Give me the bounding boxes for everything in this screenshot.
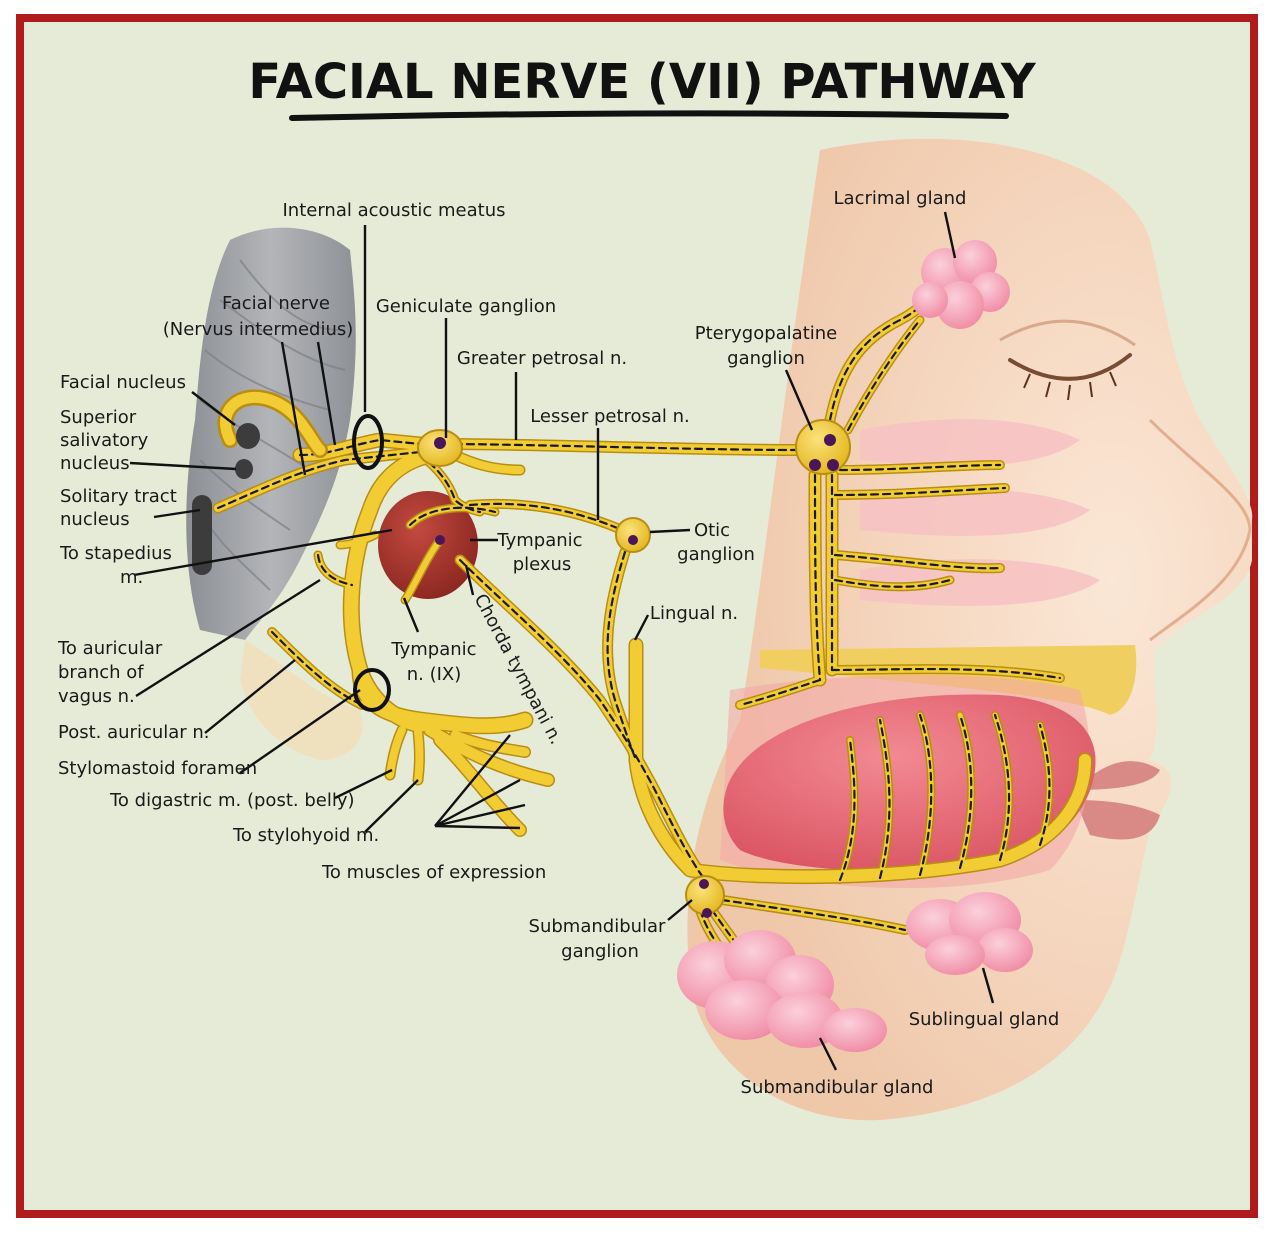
label-submandibular-ganglion-1: Submandibular xyxy=(529,916,667,937)
tympanic-connection-fiber-dashes xyxy=(418,453,482,514)
palatine-branch-right-fiber-dashes xyxy=(830,667,1062,680)
tympanic-plexus-upper xyxy=(407,504,498,528)
extracranial-trunk xyxy=(353,663,532,733)
pterygopalatine-ganglion xyxy=(795,419,851,475)
ptg-branch-nasal-1-fiber-dashes xyxy=(838,463,1002,472)
tongue-branch-1-fiber-dashes xyxy=(838,738,856,882)
label-submandibular-gland: Submandibular gland xyxy=(741,1077,934,1098)
chorda-tympani-fiber-dashes xyxy=(458,558,707,882)
label-internal-acoustic-meatus: Internal acoustic meatus xyxy=(283,200,506,221)
label-lingual-n: Lingual n. xyxy=(650,603,738,624)
label-digastric: To digastric m. (post. belly) xyxy=(109,790,355,811)
otic-to-lingual-fiber-dashes xyxy=(606,550,638,762)
ptg-branch-nasal-4-fiber-dashes xyxy=(833,578,952,588)
post-auricular-nerve-fiber-dashes xyxy=(270,630,364,707)
tongue-branch-2 xyxy=(877,717,892,881)
ptg-to-lacrimal-2-fiber-dashes xyxy=(846,318,922,432)
ptg-branch-nasal-3-fiber-dashes xyxy=(833,553,1002,570)
label-auricular-vagus-2: branch of xyxy=(58,662,144,683)
label-stylohyoid: To stylohyoid m. xyxy=(232,825,379,846)
tongue-branch-3-fiber-dashes xyxy=(918,713,933,877)
lacrimal-gland xyxy=(912,240,1010,329)
mastoid-region xyxy=(240,640,363,760)
label-lesser-petrosal: Lesser petrosal n. xyxy=(530,406,690,427)
label-facial-nerve: Facial nerve xyxy=(222,293,330,314)
solitary-tract-nucleus xyxy=(192,495,212,575)
title-underline xyxy=(289,110,1009,121)
label-to-stapedius-1: To stapedius xyxy=(59,543,172,564)
nose-outline xyxy=(1148,418,1252,642)
ptg-descending-1-fiber-dashes xyxy=(813,473,822,682)
internal-acoustic-meatus-ring xyxy=(352,414,384,470)
tympanic-nerve-ix xyxy=(402,537,443,603)
label-submandibular-ganglion-2: ganglion xyxy=(561,941,639,962)
tympanic-cavity xyxy=(378,491,478,599)
label-pterygopalatine-1: Pterygopalatine xyxy=(695,323,838,344)
label-otic-ganglion-1: Otic xyxy=(694,520,730,541)
facial-nucleus xyxy=(236,423,260,449)
lower-lip xyxy=(1075,800,1160,840)
stapedius-branch xyxy=(337,532,378,548)
leader-lines xyxy=(129,211,995,1071)
tongue-branch-5-fiber-dashes xyxy=(993,713,1011,862)
submandibular-ganglion xyxy=(685,875,725,918)
label-tympanic-plexus-2: plexus xyxy=(513,554,572,575)
label-solitary-tract-1: Solitary tract xyxy=(60,486,177,507)
label-tympanic-n-1: Tympanic xyxy=(390,639,476,660)
expression-branch-3 xyxy=(450,730,530,757)
label-superior-salivatory-1: Superior xyxy=(60,407,137,428)
expression-branch-2 xyxy=(434,734,526,836)
page-title: FACIAL NERVE (VII) PATHWAY xyxy=(248,54,1036,110)
frame-border xyxy=(16,14,1258,1218)
label-geniculate-ganglion: Geniculate ganglion xyxy=(376,296,556,317)
label-superior-salivatory-2: salivatory xyxy=(60,430,149,451)
submandibular-gland xyxy=(677,930,887,1052)
sublingual-gland xyxy=(906,892,1033,975)
label-greater-petrosal: Greater petrosal n. xyxy=(457,348,627,369)
nervus-intermedius-fiber-dashes xyxy=(216,450,422,510)
label-otic-ganglion-2: ganglion xyxy=(677,544,755,565)
palatine-branch-left-fiber-dashes xyxy=(738,678,822,707)
submandibular-to-sublingual-fiber-dashes xyxy=(720,898,907,932)
label-tympanic-plexus-1: Tympanic xyxy=(496,530,582,551)
label-sublingual-gland: Sublingual gland xyxy=(909,1009,1060,1030)
label-superior-salivatory-3: nucleus xyxy=(60,453,130,474)
label-tympanic-n-2: n. (IX) xyxy=(407,664,462,685)
label-auricular-vagus-1: To auricular xyxy=(57,638,163,659)
closed-eye xyxy=(1008,353,1132,381)
tympanic-plexus-dots xyxy=(435,535,445,545)
brainstem xyxy=(186,227,356,640)
auricular-vagus-branch-fiber-dashes xyxy=(316,553,354,587)
geniculate-ganglion xyxy=(417,429,463,467)
upper-lip xyxy=(1075,761,1160,790)
eyelid xyxy=(999,319,1136,347)
label-facial-nucleus: Facial nucleus xyxy=(60,372,186,393)
lingual-nerve xyxy=(630,639,1091,883)
tongue-branch-6-fiber-dashes xyxy=(1038,723,1051,847)
label-nervus-intermedius: (Nervus intermedius) xyxy=(163,319,354,340)
label-solitary-tract-2: nucleus xyxy=(60,509,130,530)
nasal-mucosa xyxy=(860,419,1100,606)
ptg-branch-nasal-2 xyxy=(831,484,1009,499)
otic-ganglion xyxy=(615,517,651,553)
nerve-dashes xyxy=(216,263,1062,1017)
lesser-petrosal-nerve-fiber-dashes xyxy=(468,502,624,532)
superior-salivatory-nucleus xyxy=(235,459,253,479)
stylohyoid-branch xyxy=(414,728,424,784)
greater-petrosal-nerve-fiber-dashes xyxy=(453,442,802,452)
label-lacrimal-gland: Lacrimal gland xyxy=(834,188,967,209)
facial-nerve-trunk xyxy=(294,434,436,461)
eyelashes xyxy=(1023,371,1117,401)
label-pterygopalatine-2: ganglion xyxy=(727,348,805,369)
label-post-auricular: Post. auricular n. xyxy=(58,722,210,743)
tongue-branch-4-fiber-dashes xyxy=(958,713,973,870)
label-to-stapedius-2: m. xyxy=(120,567,143,588)
label-auricular-vagus-3: vagus n. xyxy=(58,686,135,707)
label-stylomastoid: Stylomastoid foramen xyxy=(58,758,257,779)
stylomastoid-foramen-ring xyxy=(353,668,391,712)
label-muscles-expression: To muscles of expression xyxy=(321,862,546,883)
